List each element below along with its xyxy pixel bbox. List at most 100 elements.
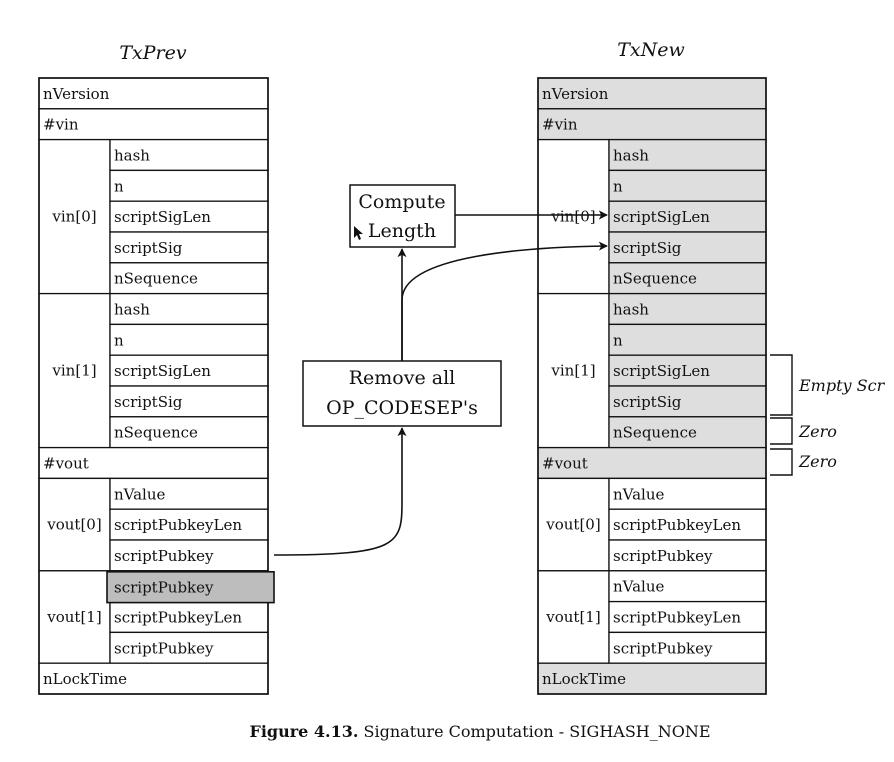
- txnew-vout1-field-2-cell: [608, 631, 767, 664]
- arrow-scriptpubkey-to-remove: [273, 427, 407, 556]
- txnew-table: nVersion #vin vin[0] hash n scriptSigLen scrip…: [537, 77, 767, 695]
- txnew-nvout-cell: [537, 446, 767, 480]
- txprev-nversion-cell: [38, 77, 269, 110]
- annotation-zero-sequence: Zero: [798, 422, 837, 441]
- txnew-vin0-field-3: scriptSig: [613, 239, 682, 257]
- caption-text: Signature Computation - SIGHASH_NONE: [363, 722, 711, 741]
- txnew-vin0-field-4: nSequence: [613, 270, 697, 288]
- txprev-vin0-field-1-cell: [109, 169, 269, 202]
- caption-label: Figure 4.13.: [249, 722, 359, 741]
- txprev-vout0-group-cell: [38, 477, 111, 572]
- txprev-vin1-field-1-cell: [109, 323, 269, 356]
- txnew-nversion-label: nVersion: [542, 85, 609, 103]
- txnew-vin1-field-2: scriptSigLen: [613, 362, 710, 380]
- txnew-vout1-field-0-cell: [608, 570, 767, 603]
- txnew-vin1-field-0-cell: [608, 292, 767, 326]
- txprev-nvin-label: #vin: [43, 116, 79, 134]
- txnew-vout0-field-0-cell: [608, 477, 767, 510]
- txprev-nvout-cell: [38, 446, 269, 480]
- txprev-vin1-field-2-cell: [109, 354, 269, 387]
- txprev-vin0-field-4: nSequence: [114, 270, 198, 288]
- compute-length-box: Compute Length: [349, 184, 456, 248]
- txnew-vout0-field-2: scriptPubkey: [613, 547, 713, 565]
- txprev-vout0-field-2: scriptPubkey: [114, 547, 214, 565]
- txnew-vout0-field-0: nValue: [613, 485, 665, 503]
- txprev-vin1-field-3-cell: [109, 385, 269, 418]
- txprev-vin1-group-cell: [38, 292, 111, 449]
- txprev-vin1-field-3: scriptSig: [114, 393, 183, 411]
- txprev-vout0-label: vout[0]: [46, 516, 101, 534]
- txprev-vin1-field-4-cell: [109, 416, 269, 449]
- txnew-nvout-label: #vout: [542, 455, 588, 473]
- txnew-vout0-field-1-cell: [608, 508, 767, 541]
- mouse-cursor-icon: [354, 226, 363, 240]
- txprev-vin0-field-2-cell: [109, 200, 269, 233]
- txnew-vin0-field-2: scriptSigLen: [613, 208, 710, 226]
- brace-zero-sequence: [770, 417, 793, 445]
- txnew-vin1-field-4: nSequence: [613, 424, 697, 442]
- txnew-vin1-group-cell: [537, 292, 610, 449]
- brace-zero-vout: [770, 448, 793, 476]
- txnew-vin1-field-1: n: [613, 331, 623, 349]
- txnew-vout1-field-0: nValue: [613, 578, 665, 596]
- txnew-nlocktime-cell: [537, 662, 767, 695]
- figure-caption: Figure 4.13. Signature Computation - SIG…: [0, 722, 894, 741]
- txprev-nlocktime-label: nLockTime: [43, 670, 127, 688]
- txprev-outer-border: [38, 77, 269, 695]
- compute-line-2: Length: [368, 220, 436, 242]
- txnew-vout0-label: vout[0]: [545, 516, 600, 534]
- remove-line-1: Remove all: [349, 367, 456, 389]
- brace-empty-script: [770, 354, 793, 416]
- txnew-vin1-label: vin[1]: [550, 362, 595, 380]
- highlight-layer: scriptPubkey: [106, 570, 275, 604]
- txprev-vout1-field-2: scriptPubkey: [114, 639, 214, 657]
- txnew-vout1-field-1: scriptPubkeyLen: [613, 609, 741, 627]
- txprev-vout1-field-2-cell: [109, 631, 269, 664]
- txnew-vin0-group-cell: [537, 138, 610, 295]
- annotation-empty-script: Empty Scr: [798, 376, 886, 395]
- txprev-vout1-field-1: scriptPubkeyLen: [114, 609, 242, 627]
- diagram-canvas: TxPrev TxNew nVersion #vin vin[0] hash n scri…: [38, 39, 886, 695]
- txnew-title: TxNew: [617, 39, 685, 61]
- txnew-nvin-cell: [537, 108, 767, 141]
- txnew-vin0-field-1-cell: [608, 169, 767, 202]
- compute-line-1: Compute: [358, 191, 445, 213]
- txprev-vout1-label: vout[1]: [46, 608, 101, 626]
- txprev-vin1-field-4: nSequence: [114, 424, 198, 442]
- txprev-vout0-field-0: nValue: [114, 485, 166, 503]
- txprev-vin1-label: vin[1]: [51, 362, 96, 380]
- txnew-vin1-field-1-cell: [608, 323, 767, 356]
- txprev-vin1-field-1: n: [114, 331, 124, 349]
- txprev-vin0-group-cell: [38, 138, 111, 295]
- txprev-vout1-group-cell: [38, 570, 111, 664]
- txnew-vin0-label: vin[0]: [550, 208, 595, 226]
- txprev-vout0-field-1: scriptPubkeyLen: [114, 516, 242, 534]
- remove-codesep-box: Remove all OP_CODESEP's: [302, 360, 502, 427]
- txnew-vin0-field-0: hash: [613, 147, 649, 165]
- txprev-vin0-field-2: scriptSigLen: [114, 208, 211, 226]
- txprev-nversion-label: nVersion: [43, 85, 110, 103]
- txprev-vin0-field-1: n: [114, 177, 124, 195]
- txprev-vin0-field-3: scriptSig: [114, 239, 183, 257]
- remove-line-2: OP_CODESEP's: [326, 397, 478, 419]
- txprev-vin1-field-2: scriptSigLen: [114, 362, 211, 380]
- txnew-outer-border: [537, 77, 767, 695]
- txnew-vin0-field-1: n: [613, 177, 623, 195]
- arrow-remove-to-scriptsig: [401, 241, 608, 361]
- txprev-scriptpubkey-highlight-label: scriptPubkey: [114, 579, 214, 597]
- txnew-vout1-label: vout[1]: [545, 608, 600, 626]
- txnew-vout0-field-1: scriptPubkeyLen: [613, 516, 741, 534]
- txprev-title: TxPrev: [119, 42, 186, 64]
- txnew-nlocktime-label: nLockTime: [542, 670, 626, 688]
- txnew-vin1-field-0: hash: [613, 301, 649, 319]
- txnew-vin1-field-4-cell: [608, 416, 767, 449]
- txnew-vin1-field-3: scriptSig: [613, 393, 682, 411]
- txnew-vout1-field-2: scriptPubkey: [613, 639, 713, 657]
- txprev-vin0-field-0: hash: [114, 147, 150, 165]
- txprev-vin1-field-0: hash: [114, 301, 150, 319]
- txnew-nvin-label: #vin: [542, 116, 578, 134]
- txprev-vout0-field-0-cell: [109, 477, 269, 510]
- txprev-nvout-label: #vout: [43, 455, 89, 473]
- txnew-vin0-field-2-cell: [608, 200, 767, 233]
- txprev-scriptpubkey-highlight: [106, 570, 275, 604]
